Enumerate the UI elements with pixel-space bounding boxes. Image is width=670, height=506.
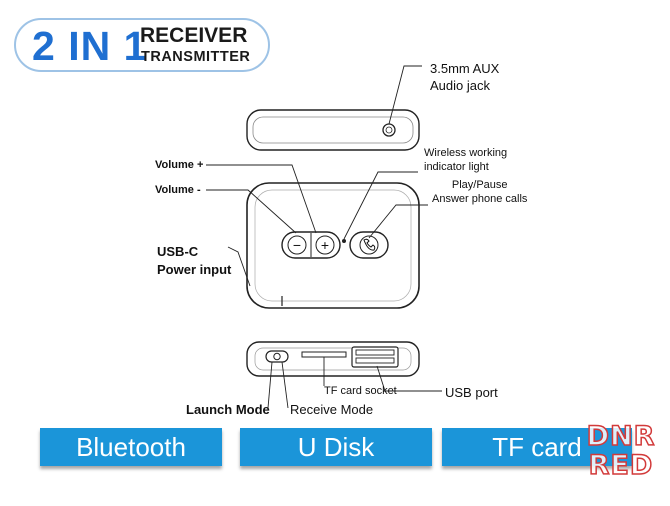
badge-title: 2 IN 1 — [32, 23, 148, 69]
label-aux-jack: 3.5mm AUX Audio jack — [430, 61, 500, 93]
volume-minus-button[interactable] — [287, 235, 307, 255]
label-usbc-power: USB-C Power input — [157, 244, 232, 277]
usb-port-slot — [351, 346, 399, 368]
label-usb-port: USB port — [445, 385, 498, 400]
label-launch-mode: Launch Mode — [186, 402, 270, 417]
watermark-logo: DNR RED — [586, 421, 656, 481]
label-volume-minus: Volume - — [155, 184, 201, 196]
title-badge: 2 IN 1 RECEIVER TRANSMITTER — [14, 18, 270, 72]
mode-bluetooth: Bluetooth — [40, 428, 222, 466]
mode-switch[interactable] — [265, 350, 289, 363]
badge-receiver: RECEIVER — [140, 24, 248, 47]
leader-lines — [206, 65, 442, 409]
label-volume-plus: Volume + — [155, 159, 204, 171]
indicator-light-icon — [342, 239, 346, 243]
label-wireless-indicator: Wireless working indicator light — [424, 147, 508, 173]
label-receive-mode: Receive Mode — [290, 402, 374, 417]
plus-icon: + — [321, 237, 329, 253]
minus-icon: − — [293, 237, 301, 253]
device-bottom-view — [246, 341, 420, 377]
badge-transmitter: TRANSMITTER — [141, 49, 251, 65]
aux-jack-icon — [382, 123, 396, 137]
phone-icon — [363, 238, 376, 251]
volume-plus-button[interactable] — [315, 235, 335, 255]
mode-tf-card: TF card — [442, 428, 632, 466]
mode-u-disk: U Disk — [240, 428, 432, 466]
device-front-view: − + — [246, 182, 420, 309]
device-top-view — [246, 109, 420, 151]
label-tf-card-socket: TF card socket — [324, 385, 397, 397]
label-play-pause: Play/Pause Answer phone calls — [432, 179, 528, 205]
